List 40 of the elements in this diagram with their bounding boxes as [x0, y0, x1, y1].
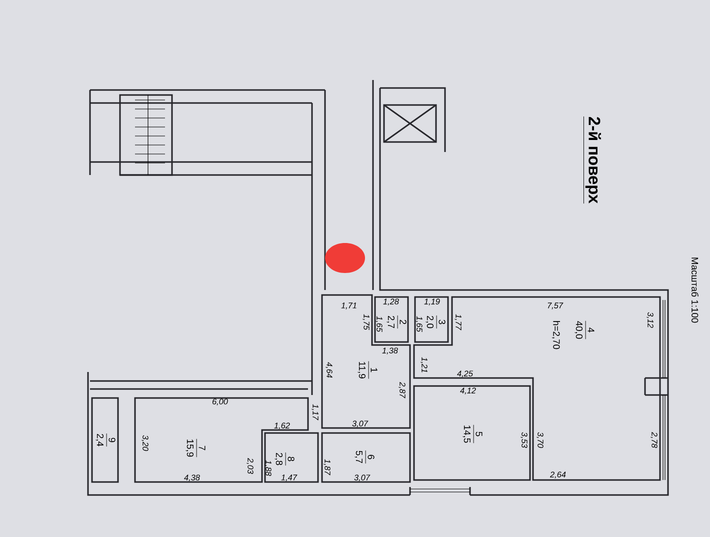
dimension-label: 3,70: [536, 432, 544, 448]
room-label: 5 14,5: [462, 424, 482, 444]
dimension-label: 7,57: [548, 302, 564, 310]
dimension-label: 2,64: [550, 472, 566, 478]
dimension-label: 4,64: [326, 362, 332, 378]
dimension-label: 3,12: [646, 312, 654, 328]
room-label: 6 5,7: [354, 450, 374, 464]
dimension-label: 2,87: [398, 382, 406, 398]
dimension-label: 1,65: [416, 316, 422, 332]
dimension-label: 1,87: [324, 459, 330, 476]
room-label: 2 2,7: [386, 315, 406, 329]
dimension-label: 4,38: [184, 474, 200, 482]
room-label: 7 15,9: [186, 438, 206, 458]
dimension-label: 4,25: [457, 370, 473, 378]
room-label: 3 2,0: [426, 315, 446, 329]
dimension-label: 3,53: [520, 432, 528, 448]
dimension-label: 1,47: [281, 474, 298, 482]
room-label: 4 40,0 h=2,70: [552, 320, 594, 350]
dimension-label: 1,19: [424, 298, 440, 306]
room-label: 8 2,8: [274, 452, 294, 466]
dimension-label: 4,12: [460, 388, 476, 394]
dimension-label: 1,71: [341, 302, 356, 310]
dimension-label: 1,77: [454, 314, 462, 330]
dimension-label: 1,28: [383, 298, 399, 306]
dimension-label: 3,07: [352, 420, 368, 428]
dimension-label: 2,03: [246, 458, 254, 474]
dimension-label: 1,17: [312, 404, 318, 420]
dimension-label: 1,62: [274, 422, 290, 430]
dimension-label: 6,00: [212, 398, 228, 406]
dimension-label: 1,88: [264, 460, 272, 476]
dimension-label: 2,78: [650, 432, 658, 448]
dimension-label: 1,75: [362, 314, 370, 330]
room-label: 9 2,4: [96, 433, 116, 447]
room-label: 1 11,9: [358, 361, 378, 379]
dimension-label: 3,20: [142, 435, 148, 451]
dimension-label: 1,21: [420, 357, 428, 372]
dimension-label: 3,07: [354, 474, 370, 482]
scale-note: Масштаб 1:100: [692, 258, 698, 323]
dimension-label: 1,38: [382, 348, 398, 354]
title: 2-й поверх: [584, 116, 601, 204]
